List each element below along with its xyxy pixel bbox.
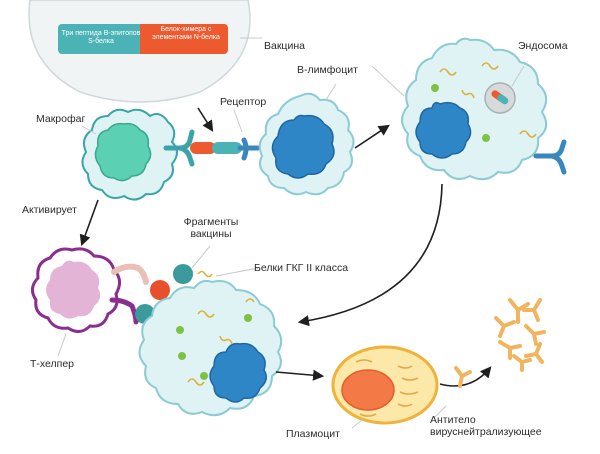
label-t-helper: Т-хелпер <box>30 358 75 370</box>
label-fragments: Фрагменты вакцины <box>183 216 239 240</box>
activated-cell-receptor <box>533 139 567 175</box>
mhc-teal-top <box>173 264 193 284</box>
t-helper-receptor-lower <box>109 297 139 325</box>
activated-cell-nucleus <box>415 101 472 159</box>
t-helper-nucleus <box>46 260 101 319</box>
chip-chimera-label: Белок-химера с элементами N-белка <box>152 26 220 41</box>
label-activates: Активирует <box>22 204 77 216</box>
mhc-red <box>150 280 170 300</box>
b-lymphocyte-activated-cell <box>401 37 548 181</box>
t-helper-receptor-upper <box>111 263 149 285</box>
b-lymphocyte-receptor <box>237 137 261 161</box>
vaccine-chip-chimera <box>144 24 228 54</box>
label-plasmocyte: Плазмоцит <box>286 428 340 440</box>
plasmocyte-nucleus <box>341 369 395 411</box>
label-antibody: Антитело вируснейтрализующее <box>430 414 542 438</box>
arrow-to-antibodies <box>439 366 492 387</box>
label-vaccine: Вакцина <box>264 40 305 52</box>
label-endosome: Эндосома <box>518 40 568 52</box>
antibody-group <box>454 298 546 388</box>
label-macrophage: Макрофаг <box>36 113 86 125</box>
label-b-lymphocyte: В-лимфоцит <box>297 64 358 76</box>
label-receptor: Рецептор <box>220 96 267 108</box>
macrophage-nucleus <box>94 122 152 182</box>
antigen-capsule-right <box>212 142 242 154</box>
arrow-to-presenting-cell <box>297 183 443 327</box>
macrophage-receptor <box>163 129 195 167</box>
presenting-cell-nucleus <box>209 342 267 403</box>
vaccine-chip-peptides <box>58 24 144 54</box>
label-mhc: Белки ГКГ II класса <box>254 262 349 274</box>
chip-peptides-label: Три пептида В-эпитопов S-белка <box>61 30 141 45</box>
b-lymphocyte-nucleus <box>271 114 335 179</box>
presenting-cell <box>138 279 283 417</box>
antigen-capsule-left <box>190 142 216 154</box>
